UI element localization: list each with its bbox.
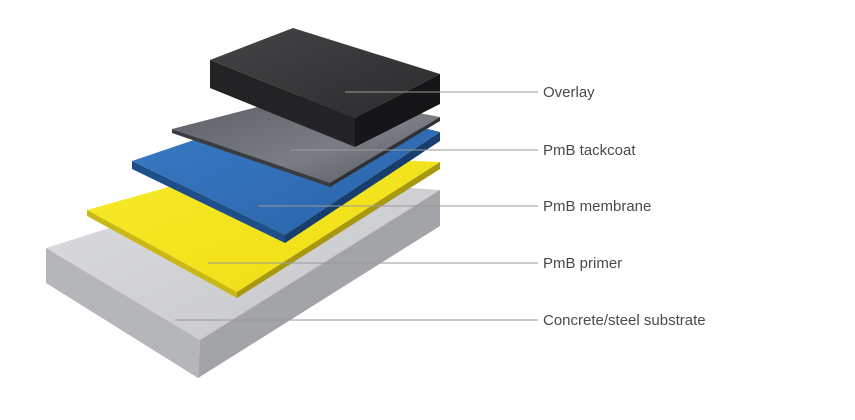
tackcoat-front: [172, 129, 330, 187]
membrane-side: [285, 132, 440, 243]
primer-front: [87, 210, 237, 298]
label-substrate: Concrete/steel substrate: [543, 312, 706, 329]
label-primer: PmB primer: [543, 255, 622, 272]
substrate-side: [198, 190, 440, 378]
tackcoat-side: [330, 117, 440, 187]
membrane-front: [132, 161, 285, 243]
overlay-front: [210, 60, 355, 147]
label-overlay: Overlay: [543, 84, 595, 101]
label-membrane: PmB membrane: [543, 198, 651, 215]
label-tackcoat: PmB tackcoat: [543, 142, 636, 159]
overlay-top: [210, 28, 440, 118]
primer-side: [237, 162, 440, 298]
substrate-front: [46, 248, 200, 378]
